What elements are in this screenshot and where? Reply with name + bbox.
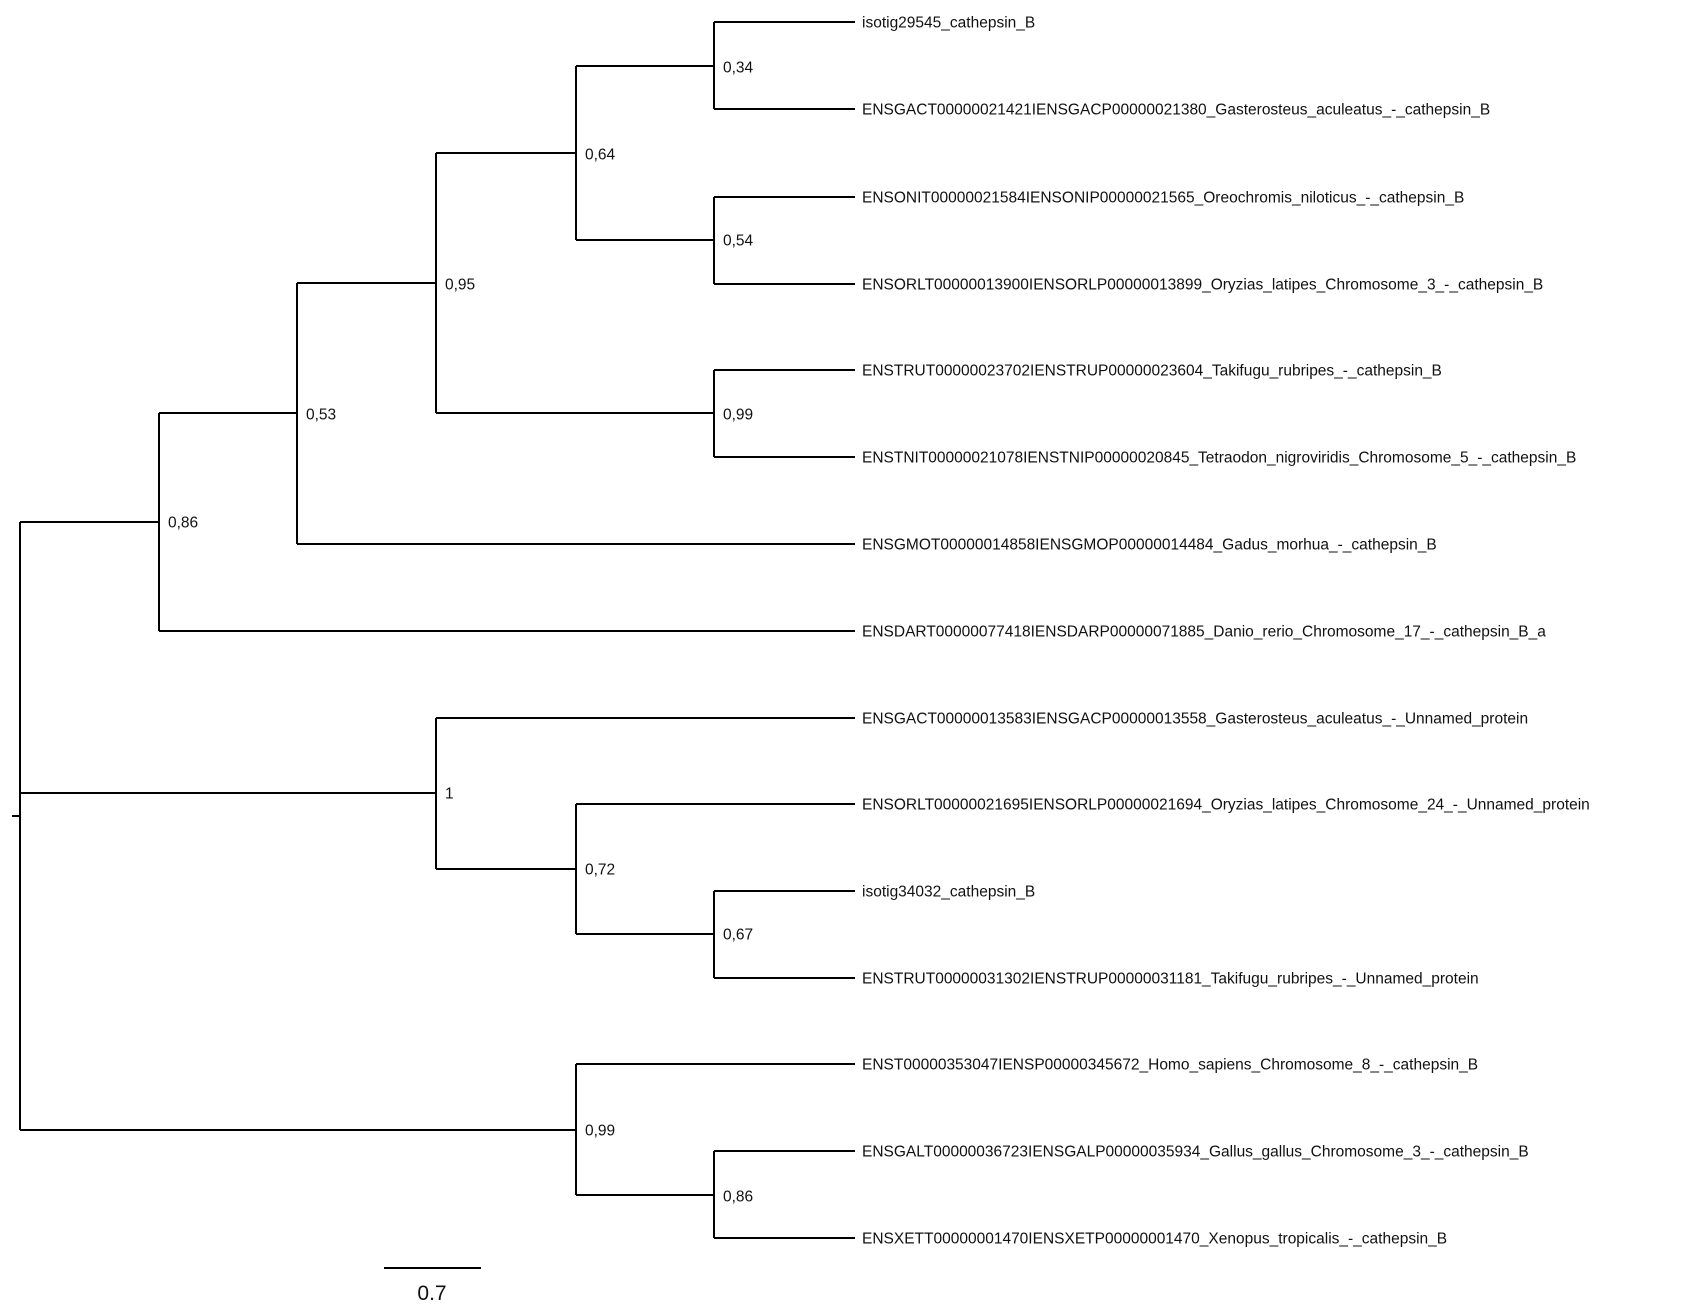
- support-value: 1: [445, 785, 454, 802]
- support-value: 0,67: [723, 926, 753, 943]
- tip-label: ENSORLT00000021695IENSORLP00000021694_Or…: [862, 796, 1590, 813]
- tip-label: ENST00000353047IENSP00000345672_Homo_sap…: [862, 1056, 1478, 1073]
- tip-label: ENSORLT00000013900IENSORLP00000013899_Or…: [862, 276, 1543, 293]
- tip-label: ENSGACT00000013583IENSGACP00000013558_Ga…: [862, 710, 1528, 727]
- tip-label: ENSXETT00000001470IENSXETP00000001470_Xe…: [862, 1230, 1447, 1247]
- tip-label: ENSONIT00000021584IENSONIP00000021565_Or…: [862, 189, 1464, 206]
- tip-label: ENSGALT00000036723IENSGALP00000035934_Ga…: [862, 1143, 1529, 1160]
- scale-bar: 0.7: [384, 1267, 481, 1305]
- tip-label: ENSTNIT00000021078IENSTNIP00000020845_Te…: [862, 449, 1576, 466]
- tip-label: ENSGMOT00000014858IENSGMOP00000014484_Ga…: [862, 536, 1437, 553]
- support-value: 0,53: [306, 406, 336, 423]
- support-value: 0,34: [723, 59, 754, 76]
- support-value: 0,95: [445, 276, 475, 293]
- tip-label: ENSDART00000077418IENSDARP00000071885_Da…: [862, 623, 1546, 640]
- tree-branches: [12, 21, 855, 1239]
- support-values: 0,34 0,54 0,64 0,99 0,95 0,53 0,86 0,67 0,72 1 0,8…: [168, 59, 754, 1205]
- support-value: 0,99: [585, 1122, 615, 1139]
- support-value: 0,64: [585, 146, 616, 163]
- tip-labels: isotig29545_cathepsin_B ENSGACT0000002142…: [862, 14, 1590, 1247]
- support-value: 0,86: [723, 1188, 753, 1205]
- support-value: 0,86: [168, 514, 198, 531]
- support-value: 0,99: [723, 406, 753, 423]
- tip-label: isotig34032_cathepsin_B: [862, 883, 1035, 900]
- tip-label: ENSGACT00000021421IENSGACP00000021380_Ga…: [862, 101, 1490, 118]
- tip-label: ENSTRUT00000031302IENSTRUP00000031181_Ta…: [862, 970, 1479, 987]
- tip-label: isotig29545_cathepsin_B: [862, 14, 1035, 31]
- support-value: 0,72: [585, 861, 615, 878]
- support-value: 0,54: [723, 232, 754, 249]
- scale-bar-label: 0.7: [417, 1282, 446, 1305]
- tip-label: ENSTRUT00000023702IENSTRUP00000023604_Ta…: [862, 362, 1442, 379]
